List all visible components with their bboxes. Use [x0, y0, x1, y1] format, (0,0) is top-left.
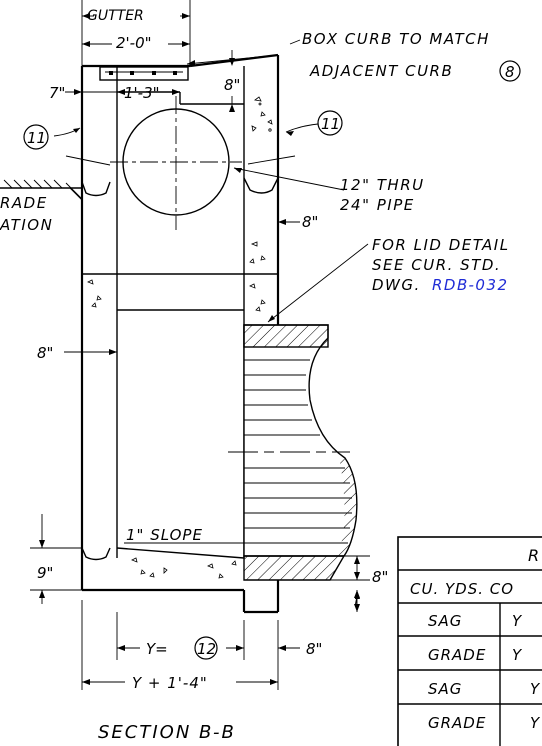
dim-7in: 7" [49, 84, 65, 102]
box-curb-text-1: BOX CURB TO MATCH [302, 30, 490, 48]
pipe-text-2: 24" PIPE [340, 196, 415, 214]
grade-partial-text: RADE [0, 194, 48, 212]
pipe-text-1: 12" THRU [340, 176, 425, 194]
svg-text:8: 8 [505, 63, 515, 81]
lid-section [228, 324, 358, 581]
dim-2ft: 2'-0" [116, 34, 152, 52]
ref-circle-11-right: 11 [317, 110, 343, 136]
table-row-4-type: GRADE [428, 714, 486, 732]
svg-text:11: 11 [321, 115, 340, 133]
ref-circle-12: 12 [194, 636, 218, 660]
table-row-3-type: SAG [428, 680, 462, 698]
table-row-1-val: Y [512, 612, 523, 630]
arrowheads [39, 13, 360, 685]
table-row-1-type: SAG [428, 612, 462, 630]
dim-t: t [354, 594, 360, 610]
leader-arrowheads [73, 128, 294, 322]
quantity-table: R CU. YDS. CO SAG Y GRADE Y SAG Y GRADE … [397, 536, 542, 746]
dim-8in-base: 8" [372, 568, 388, 586]
inlet-structure [0, 53, 280, 614]
ref-circle-11-left: 11 [23, 124, 49, 150]
rdb-032-link[interactable]: RDB-032 [432, 276, 509, 294]
elevation-partial-text: ATION [0, 216, 53, 234]
table-header: CU. YDS. CO [410, 580, 514, 598]
table-title: R [528, 546, 539, 565]
table-row-2-val: Y [512, 646, 523, 664]
dim-8in-left: 8" [37, 344, 53, 362]
dim-8in-top: 8" [224, 76, 240, 94]
table-row-2-type: GRADE [428, 646, 486, 664]
pipe [65, 96, 296, 230]
table-row-3-val: Y [530, 680, 541, 698]
concrete-fill [87, 96, 273, 579]
ref-circle-8: 8 [499, 60, 521, 82]
dim-y-equals: Y= [146, 640, 168, 658]
dim-8in-bottom: 8" [306, 640, 322, 658]
dim-y-plus: Y + 1'-4" [132, 674, 208, 692]
lid-text-1: FOR LID DETAIL [372, 236, 510, 254]
gutter-label: GUTTER [87, 8, 144, 24]
lid-text-3: DWG. [372, 276, 421, 294]
box-curb-text-2: ADJACENT CURB [309, 62, 453, 80]
lid-text-2: SEE CUR. STD. [372, 256, 501, 274]
svg-text:12: 12 [197, 640, 216, 658]
slope-label: 1" SLOPE [126, 526, 203, 544]
section-title: SECTION B-B [98, 722, 236, 743]
table-row-4-val: Y [530, 714, 541, 732]
dim-9in: 9" [37, 564, 53, 582]
svg-text:11: 11 [27, 129, 46, 147]
dim-1ft3in: 1'-3" [124, 84, 160, 102]
dim-8in-side: 8" [302, 213, 318, 231]
leader-lines [53, 39, 369, 323]
